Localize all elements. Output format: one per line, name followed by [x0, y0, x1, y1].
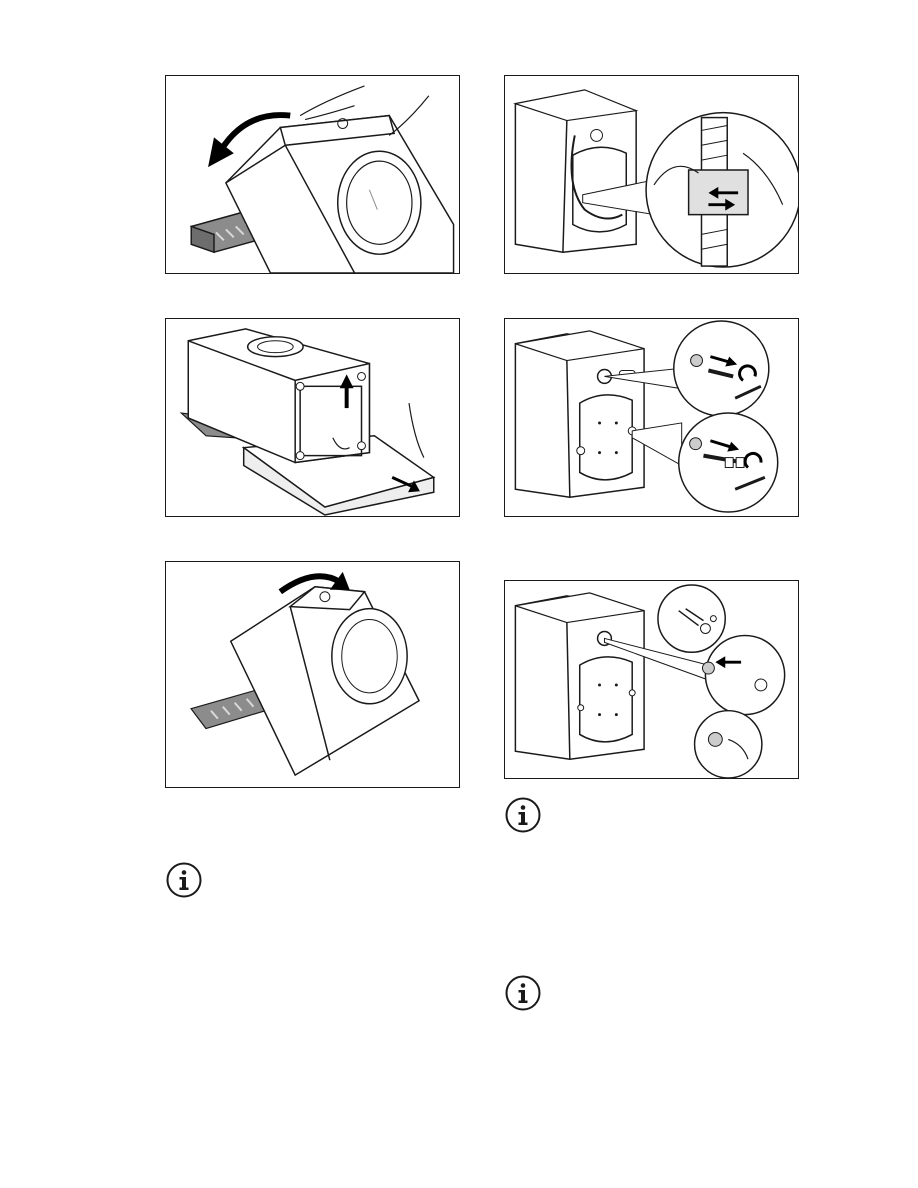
figure-release-hose	[504, 75, 799, 274]
release-power-cable-hose-illustration	[505, 76, 798, 273]
info-icon	[505, 797, 541, 833]
info-icon	[166, 862, 202, 898]
remove-polystyrene-base-illustration	[166, 319, 459, 516]
figure-tilt-machine-back	[165, 75, 460, 274]
figure-return-upright	[165, 561, 460, 788]
figure-insert-caps	[504, 580, 799, 779]
figure-remove-bolts	[504, 318, 799, 517]
remove-transit-bolts-illustration	[505, 319, 798, 516]
info-icon	[505, 975, 541, 1011]
machine-return-upright-illustration	[166, 562, 459, 787]
machine-tilt-back-illustration	[166, 76, 459, 273]
figure-remove-base	[165, 318, 460, 517]
insert-plastic-caps-illustration	[505, 581, 798, 778]
